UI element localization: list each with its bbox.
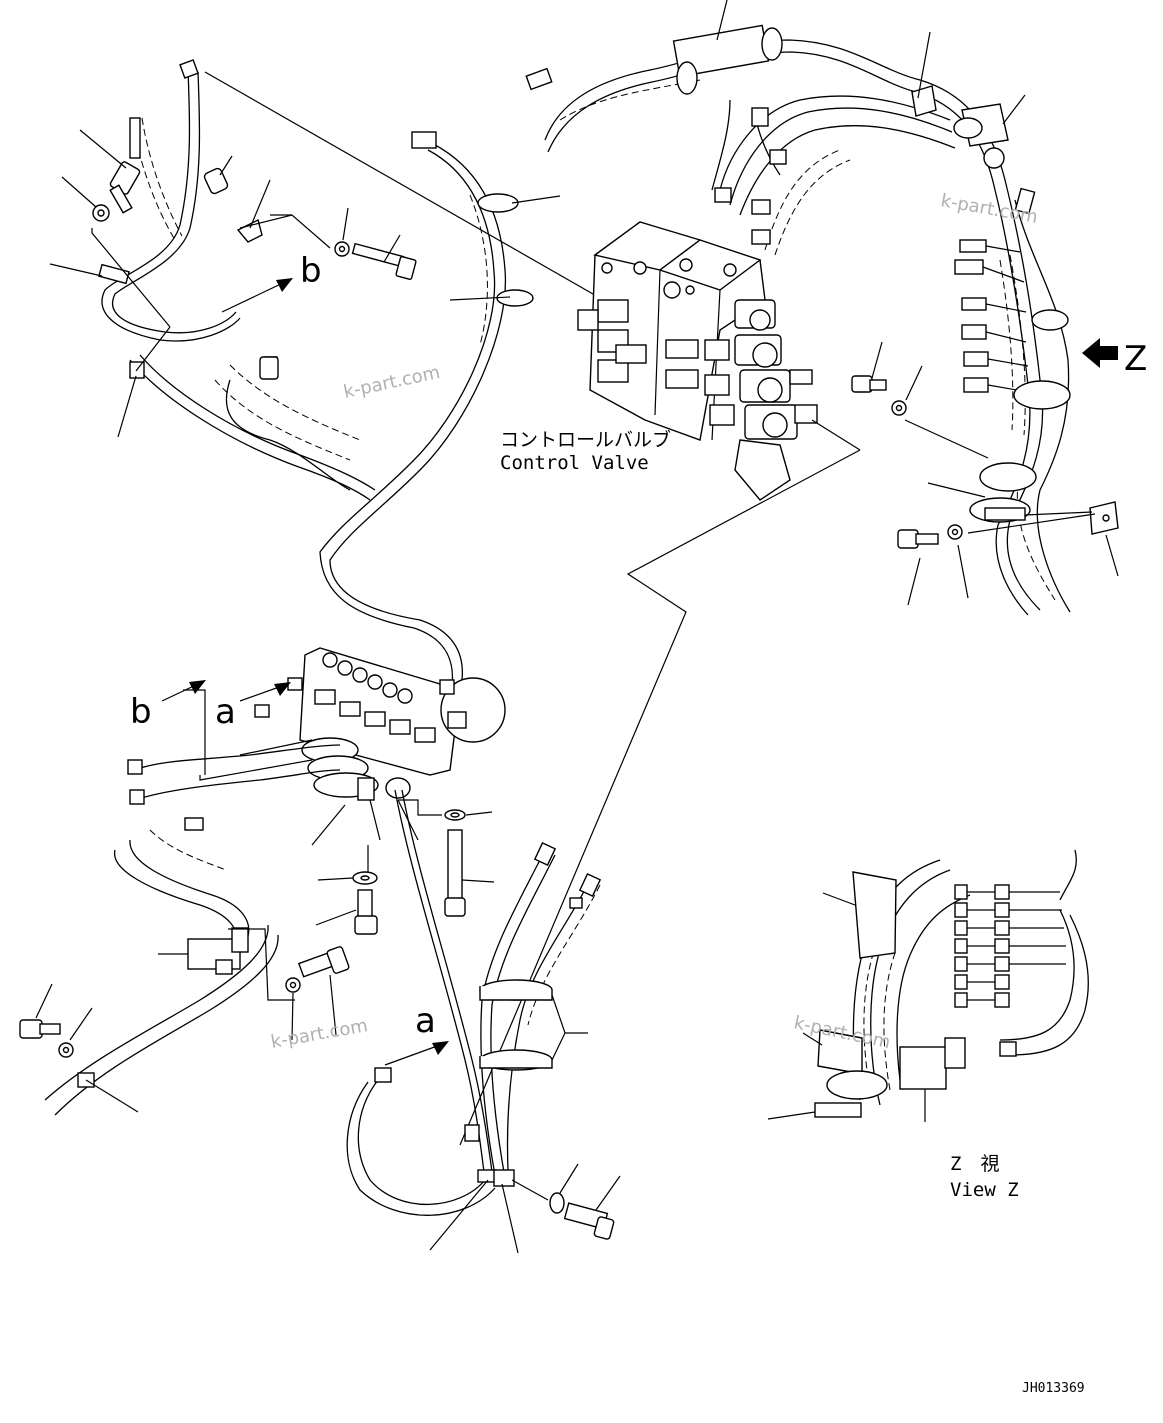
drawing-code: JH013369 <box>1022 1381 1085 1396</box>
ref-label-b-top: b <box>300 251 322 291</box>
control-valve-label-jp: コントロールバルブ <box>500 428 671 451</box>
spacer-icon <box>203 167 229 195</box>
bolt-icon <box>109 161 141 214</box>
centre-pilot-hose <box>204 71 601 687</box>
ref-label-a-left: a <box>215 692 236 732</box>
control-valve-component: コントロールバルブ Control Valve <box>459 221 861 1146</box>
ref-label-b-bottom: b <box>130 692 152 732</box>
control-valve-label-en: Control Valve <box>500 452 649 474</box>
view-z-detail: Z 視 View Z <box>767 849 1089 1201</box>
bolt-washer-set-upper <box>239 207 417 280</box>
view-z-ref: Z <box>1124 339 1147 379</box>
view-z-label-jp: Z 視 <box>950 1153 999 1175</box>
watermark-1: k-part.com <box>342 362 442 403</box>
upper-left-hose-assembly: b <box>49 59 376 501</box>
lower-left-valve-assembly: b a <box>19 647 506 1116</box>
upper-right-hose-bundle: Z <box>525 0 1147 616</box>
lower-centre-hose-run: a <box>346 789 621 1254</box>
view-z-label-en: View Z <box>950 1179 1019 1201</box>
watermark-3: k-part.com <box>269 1015 369 1053</box>
ref-label-a-bottom: a <box>415 1001 436 1041</box>
view-z-arrow-icon <box>1082 338 1118 368</box>
